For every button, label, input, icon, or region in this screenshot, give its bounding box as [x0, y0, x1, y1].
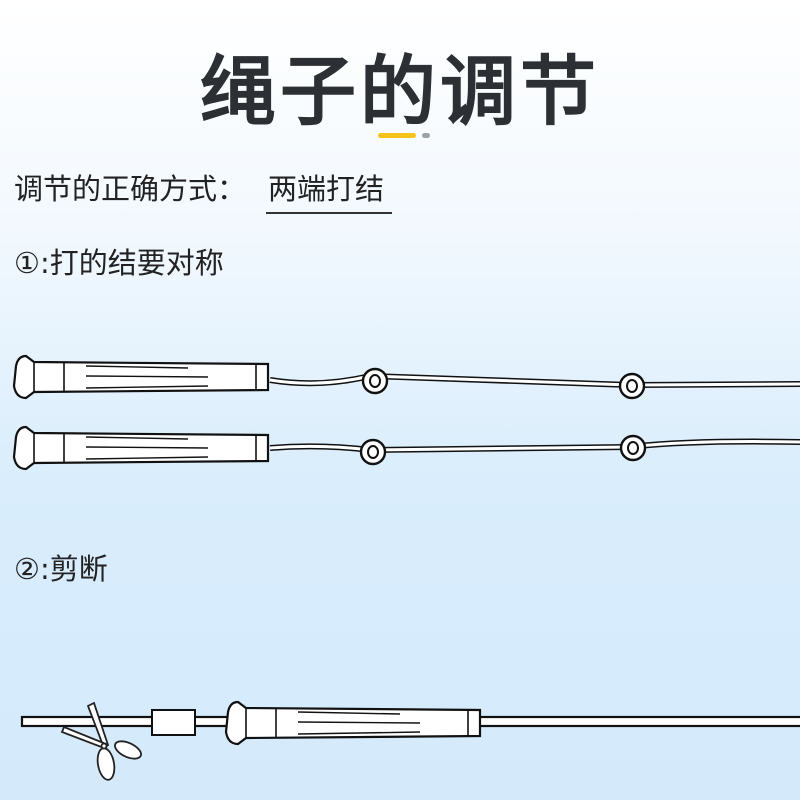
knot-icon [361, 367, 389, 395]
jump-rope-handle-icon [12, 354, 270, 400]
jump-rope-handle-icon [224, 700, 482, 746]
knot-icon [618, 372, 646, 400]
jump-rope-handle-icon [12, 425, 270, 471]
answer-underline [266, 212, 392, 214]
subtitle: 调节的正确方式： [14, 172, 247, 206]
title-accent-dot [422, 133, 430, 138]
rope-cut-diagram [20, 700, 800, 781]
page-title: 绳子的调节 [200, 47, 600, 136]
knot-icon [619, 434, 647, 462]
step-1-label: ①:打的结要对称 [14, 246, 224, 280]
step-2-label: ②:剪断 [14, 552, 108, 586]
jump-rope-top [12, 354, 800, 400]
answer-text: 两端打结 [268, 172, 385, 206]
title-accent-bar [378, 133, 416, 138]
knot-icon [359, 438, 387, 466]
scissors-icon [60, 701, 142, 781]
jump-rope-bottom [12, 425, 800, 471]
rope-stopper-icon [151, 709, 196, 736]
